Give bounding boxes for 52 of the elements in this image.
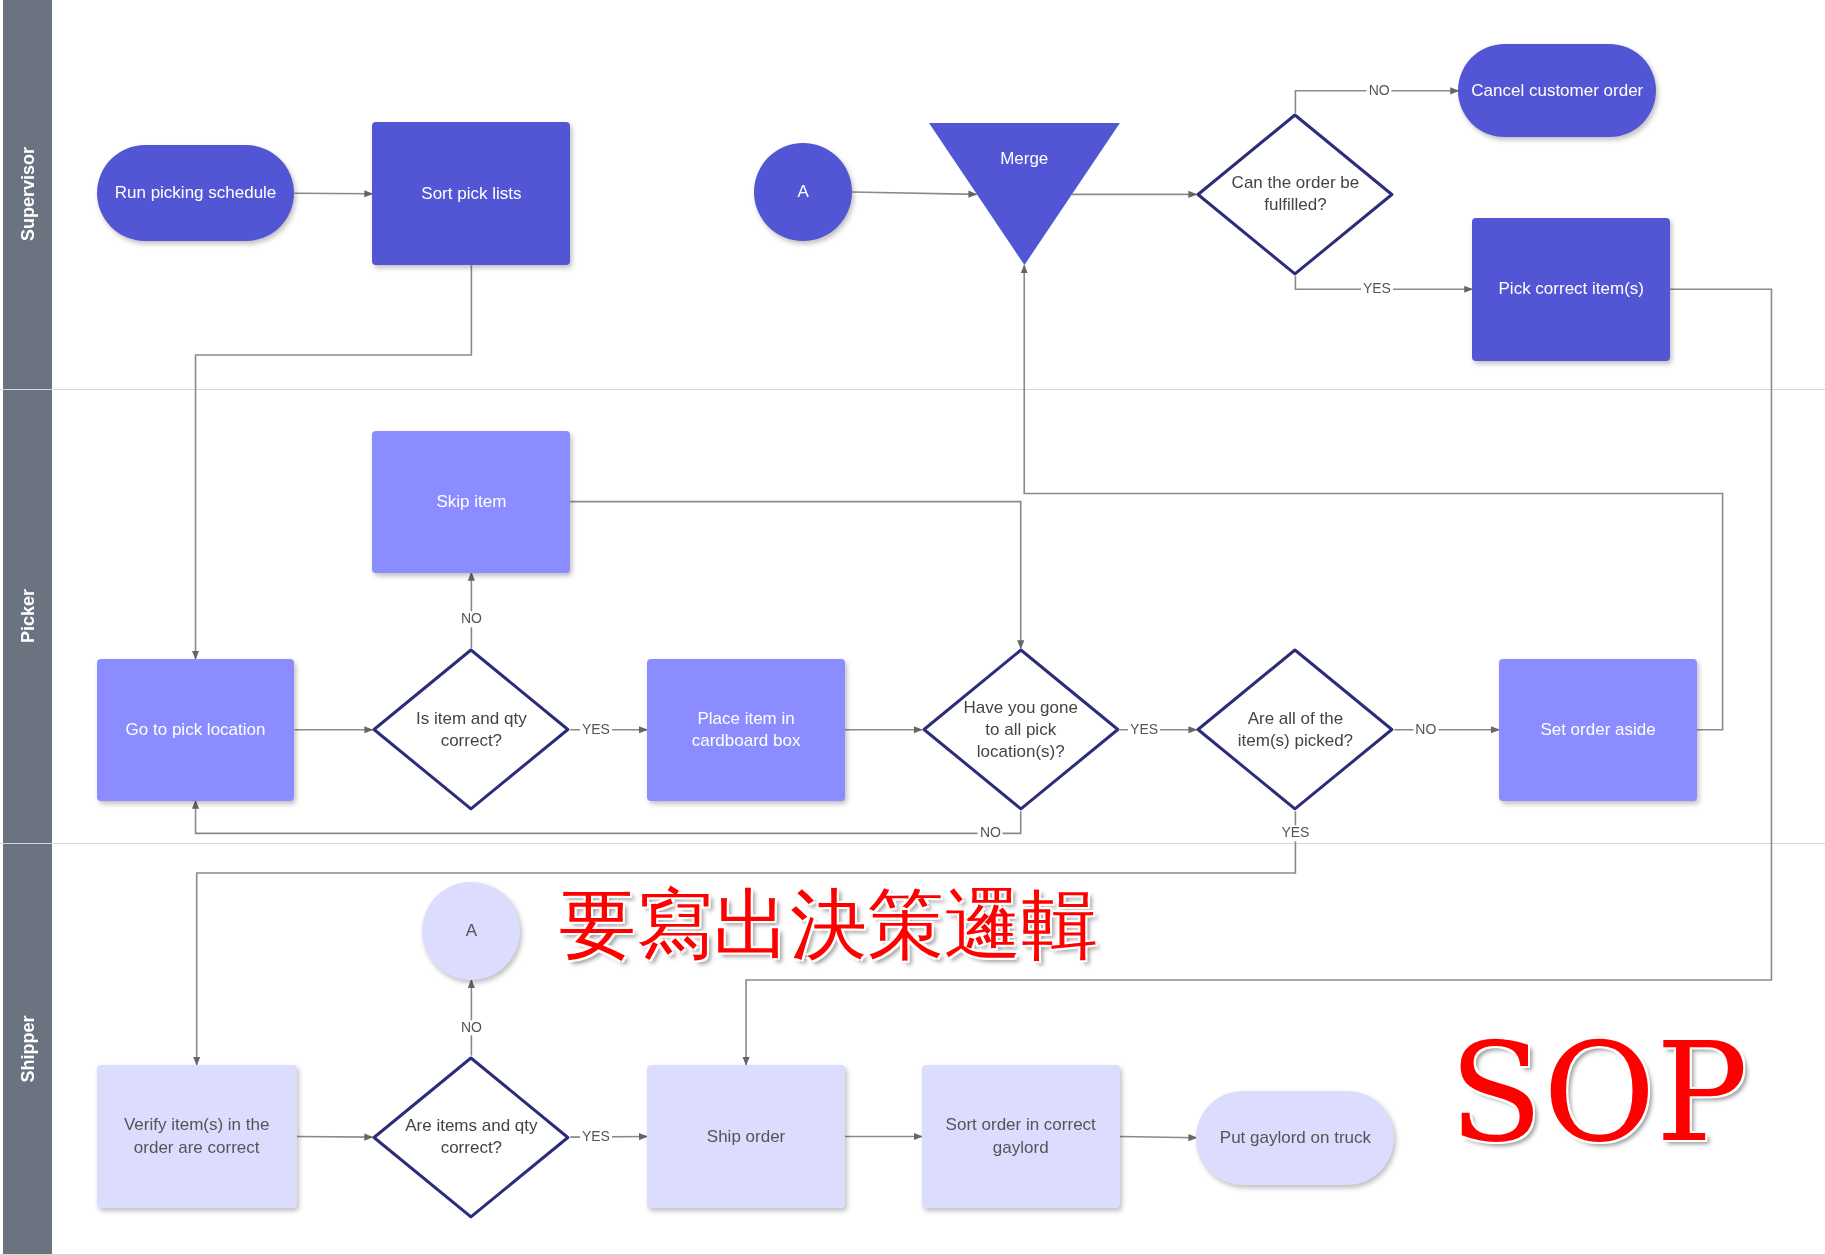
node-label: Put gaylord on truck	[1218, 1126, 1372, 1149]
arrow	[569, 500, 1025, 650]
node-label: Sort pick lists	[420, 182, 523, 205]
arrow	[191, 264, 473, 660]
process-box	[647, 658, 845, 801]
lane-label: Picker	[17, 589, 39, 644]
node-label: Sort order in correct gaylord	[944, 1114, 1097, 1159]
process-box	[372, 122, 571, 266]
node-label: Run picking schedule	[113, 182, 278, 205]
node-label: Are all of the item(s) picked?	[1236, 707, 1355, 752]
process-box	[1472, 217, 1671, 361]
terminal-box	[96, 145, 295, 241]
arrow	[193, 810, 1297, 1066]
node-label: Is item and qty correct?	[415, 707, 528, 752]
lane-label: Supervisor	[17, 147, 39, 242]
arrow	[742, 288, 1773, 1066]
process-box	[96, 658, 295, 801]
arrow	[293, 190, 374, 198]
arrow	[293, 726, 374, 734]
node-label: Verify item(s) in the order are correct	[122, 1114, 271, 1159]
arrow	[844, 1132, 923, 1141]
node-label: A	[796, 181, 810, 203]
arrow	[844, 726, 923, 734]
node-label: Cancel customer order	[1470, 79, 1645, 102]
arrow	[296, 1133, 374, 1141]
node-label: Pick correct item(s)	[1497, 278, 1645, 301]
node-label: A	[464, 920, 479, 943]
node-label: Go to pick location	[124, 718, 267, 741]
arrow	[1020, 264, 1724, 731]
process-box	[96, 1064, 297, 1209]
edge-label: YES	[1279, 825, 1312, 842]
arrow	[191, 799, 1022, 835]
node-label: Set order aside	[1539, 718, 1657, 741]
node-label: Place item in cardboard box	[690, 707, 802, 752]
overlay-caption: SOP	[1449, 1024, 1749, 1162]
arrow	[1118, 1134, 1198, 1142]
node-label: Ship order	[705, 1125, 787, 1148]
node-label: Can the order be fulfilled?	[1230, 172, 1361, 217]
process-box	[647, 1064, 845, 1209]
arrow	[1071, 190, 1198, 198]
terminal-box	[1196, 1090, 1395, 1185]
node-label: Are items and qty correct?	[404, 1115, 539, 1160]
node-label: Merge	[999, 147, 1050, 170]
process-box	[372, 430, 571, 573]
process-box	[921, 1064, 1120, 1209]
process-box	[1499, 658, 1697, 801]
overlay-caption: 要寫出決策邏輯	[558, 886, 1098, 964]
node-label: Skip item	[435, 490, 508, 513]
arrow	[851, 190, 978, 198]
lane-label: Shipper	[17, 1015, 39, 1083]
node-label: Have you gone to all pick location(s)?	[962, 696, 1079, 763]
terminal-box	[1458, 44, 1657, 138]
